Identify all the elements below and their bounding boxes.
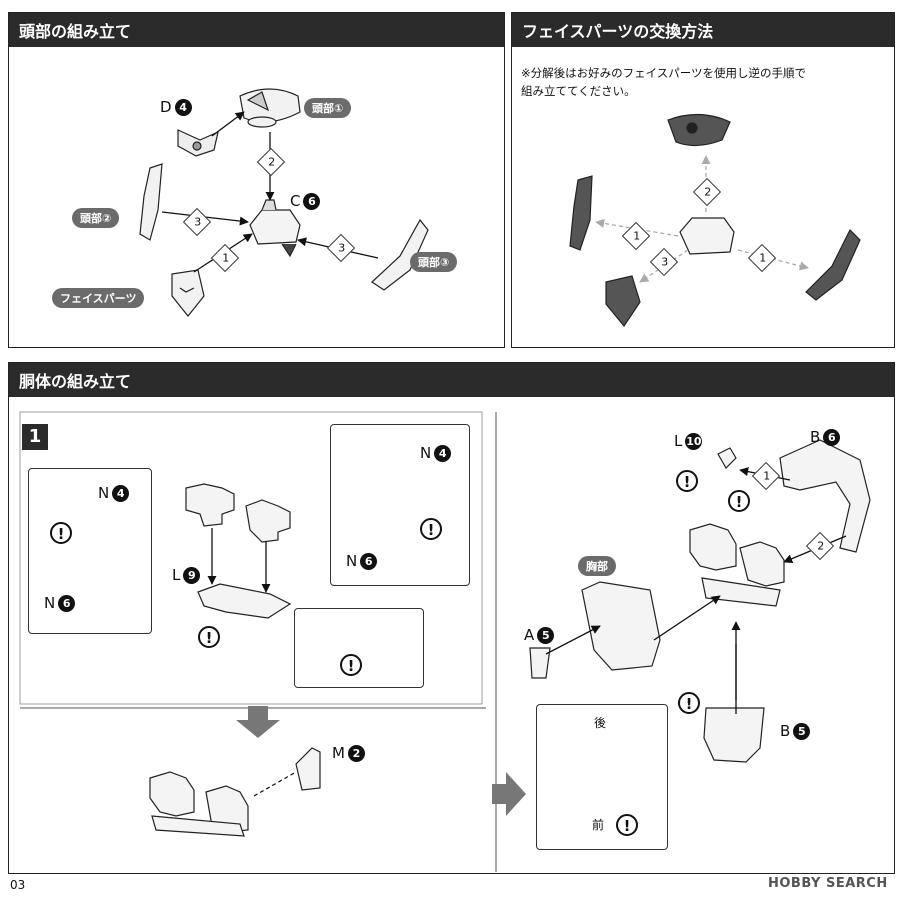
page-number: 03 bbox=[10, 878, 26, 892]
b5-warning: ! bbox=[678, 692, 700, 714]
peg-detail-warning: ! bbox=[340, 654, 362, 676]
head2-label: 頭部② bbox=[72, 208, 120, 228]
face-swap-title: フェイスパーツの交換方法 bbox=[512, 13, 894, 47]
head-part-1 bbox=[239, 88, 301, 128]
peg-detail-box bbox=[294, 608, 424, 688]
head3-label: 頭部③ bbox=[410, 252, 458, 272]
center-warning: ! bbox=[198, 626, 220, 648]
inset-left-box bbox=[28, 468, 152, 634]
head-part-2 bbox=[139, 163, 163, 241]
head-part-d bbox=[177, 129, 219, 157]
back-label: 後 bbox=[594, 716, 607, 730]
head1-label: 頭部① bbox=[304, 98, 352, 118]
next-step-arrow bbox=[236, 706, 280, 738]
part-c-label: C 6 bbox=[290, 192, 321, 210]
face-parts-label: フェイスパーツ bbox=[52, 288, 145, 308]
face-swap-head2 bbox=[569, 175, 593, 251]
watermark: HOBBY SEARCH bbox=[768, 876, 888, 891]
l10-warning-right: ! bbox=[728, 490, 750, 512]
l10-warning-left: ! bbox=[676, 470, 698, 492]
torso-assembly-title: 胴体の組み立て bbox=[9, 363, 894, 397]
head-assembly-title: 頭部の組み立て bbox=[9, 13, 504, 47]
face-swap-head3 bbox=[805, 228, 861, 301]
head-part-3 bbox=[371, 218, 429, 291]
part-d-label: D 4 bbox=[160, 98, 192, 116]
torso-body-parts bbox=[529, 439, 871, 763]
face-swap-note: ※分解後はお好みのフェイスパーツを使用し逆の手順で 組み立ててください。 bbox=[521, 66, 807, 98]
part-c-letter: C bbox=[290, 192, 301, 210]
part-d-number: 4 bbox=[174, 98, 192, 116]
face-swap-face bbox=[605, 275, 641, 328]
torso-joint-parts bbox=[185, 483, 292, 619]
inset-left-warning: ! bbox=[50, 522, 72, 544]
next-step-arrow-2 bbox=[492, 772, 526, 816]
part-d-letter: D bbox=[160, 98, 172, 116]
torso-lower-assembly bbox=[149, 747, 321, 837]
chest-label: 胸部 bbox=[578, 556, 616, 576]
octagon-inset-box bbox=[536, 704, 668, 850]
face-swap-panel bbox=[511, 12, 895, 348]
torso-step1-frame bbox=[19, 411, 483, 705]
front-label: 前 bbox=[592, 818, 605, 832]
head-core-c bbox=[249, 199, 301, 258]
face-swap-head1 bbox=[667, 113, 731, 147]
face-swap-core bbox=[679, 217, 735, 255]
octagon-warning: ! bbox=[616, 814, 638, 836]
part-c-number: 6 bbox=[303, 192, 321, 210]
torso-step-1-box: 1 bbox=[22, 424, 48, 450]
face-part bbox=[171, 269, 205, 317]
inset-right-warning: ! bbox=[420, 518, 442, 540]
